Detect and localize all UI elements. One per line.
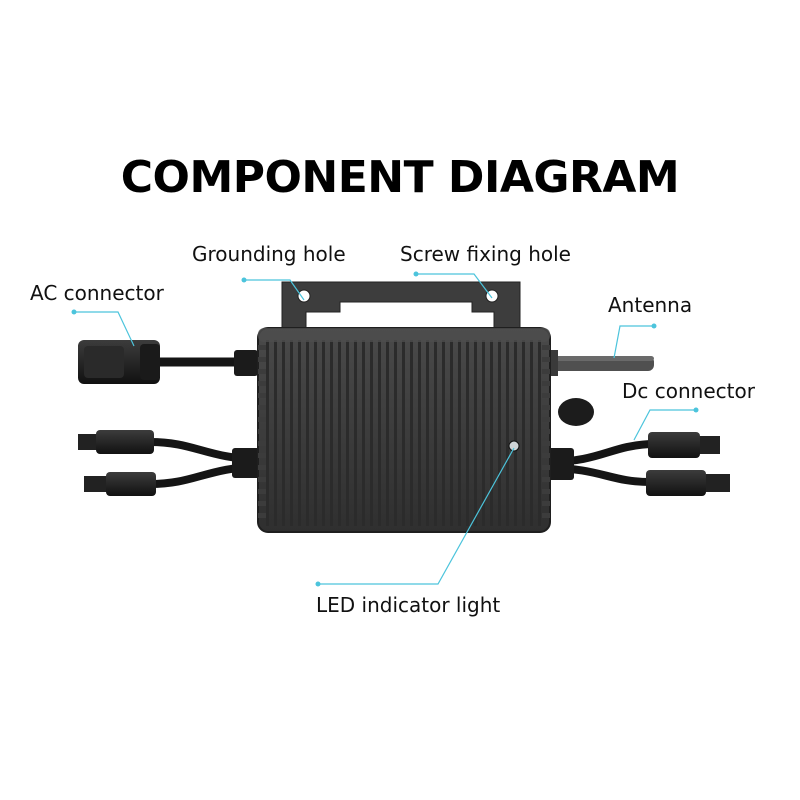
heat-fin bbox=[314, 340, 317, 526]
heat-fin bbox=[538, 340, 541, 526]
heat-fin bbox=[466, 340, 469, 526]
heat-fin bbox=[522, 340, 525, 526]
label-dc-connector: Dc connector bbox=[622, 379, 755, 403]
heat-fin bbox=[530, 340, 533, 526]
side-notch bbox=[258, 369, 266, 374]
heat-fin bbox=[458, 340, 461, 526]
led-indicator bbox=[508, 440, 520, 452]
side-notch bbox=[542, 453, 550, 458]
side-notch bbox=[258, 405, 266, 410]
side-notch bbox=[542, 405, 550, 410]
heat-fin bbox=[274, 340, 277, 526]
side-notch bbox=[258, 441, 266, 446]
heat-fin bbox=[490, 340, 493, 526]
heat-fin bbox=[298, 340, 301, 526]
heat-fin bbox=[306, 340, 309, 526]
side-notch bbox=[542, 429, 550, 434]
heat-fin bbox=[322, 340, 325, 526]
heat-fin bbox=[514, 340, 517, 526]
side-notch bbox=[542, 381, 550, 386]
heat-fin bbox=[330, 340, 333, 526]
heat-fins bbox=[258, 340, 550, 526]
side-notch bbox=[542, 417, 550, 422]
label-grounding-hole: Grounding hole bbox=[192, 242, 346, 266]
right-dc-cables bbox=[547, 432, 730, 496]
side-notch bbox=[258, 417, 266, 422]
heat-fin bbox=[474, 340, 477, 526]
heat-fin bbox=[378, 340, 381, 526]
inverter-body bbox=[257, 327, 551, 533]
heat-fin bbox=[362, 340, 365, 526]
heat-fin bbox=[282, 340, 285, 526]
heat-fin bbox=[266, 340, 269, 526]
side-notch bbox=[258, 465, 266, 470]
leader-antenna bbox=[613, 325, 654, 359]
heat-fin bbox=[370, 340, 373, 526]
side-notch bbox=[258, 381, 266, 386]
diagram-title: COMPONENT DIAGRAM bbox=[120, 152, 680, 203]
side-notch bbox=[258, 501, 266, 506]
side-notch bbox=[258, 513, 266, 518]
label-antenna: Antenna bbox=[608, 293, 693, 317]
side-notch bbox=[542, 357, 550, 362]
leader-lines bbox=[71, 271, 699, 587]
leader-ac-connector bbox=[74, 311, 135, 347]
side-knob bbox=[558, 398, 594, 426]
heat-fin bbox=[450, 340, 453, 526]
heat-fin bbox=[402, 340, 405, 526]
side-notch bbox=[542, 393, 550, 398]
label-screw-fixing-hole: Screw fixing hole bbox=[400, 242, 571, 266]
side-notch bbox=[542, 513, 550, 518]
heat-fin bbox=[418, 340, 421, 526]
heat-fin bbox=[498, 340, 501, 526]
side-notch bbox=[258, 357, 266, 362]
side-notch bbox=[542, 465, 550, 470]
leader-screw-fixing-hole bbox=[416, 273, 493, 299]
leader-led-indicator bbox=[318, 447, 515, 585]
heat-fin bbox=[354, 340, 357, 526]
heat-fin bbox=[346, 340, 349, 526]
heat-fin bbox=[434, 340, 437, 526]
ac-cable bbox=[78, 340, 262, 384]
leader-dc-connector bbox=[633, 409, 696, 441]
side-notch bbox=[258, 477, 266, 482]
heat-fin bbox=[394, 340, 397, 526]
side-notch bbox=[258, 429, 266, 434]
heat-fin bbox=[426, 340, 429, 526]
side-notch bbox=[542, 345, 550, 350]
heat-fin bbox=[290, 340, 293, 526]
heat-fin bbox=[338, 340, 341, 526]
side-notch bbox=[542, 489, 550, 494]
heat-fin bbox=[442, 340, 445, 526]
side-notch bbox=[542, 369, 550, 374]
side-notch bbox=[258, 453, 266, 458]
side-notch bbox=[542, 501, 550, 506]
left-dc-cables bbox=[78, 430, 263, 496]
mounting-bracket bbox=[281, 281, 521, 332]
leader-grounding-hole bbox=[244, 279, 305, 301]
side-notch bbox=[542, 441, 550, 446]
heat-fin bbox=[482, 340, 485, 526]
label-led-indicator-light: LED indicator light bbox=[316, 593, 501, 617]
side-notch bbox=[542, 477, 550, 482]
antenna bbox=[544, 350, 654, 376]
side-notch bbox=[258, 393, 266, 398]
screw-fixing-hole bbox=[485, 289, 499, 303]
heat-fin bbox=[386, 340, 389, 526]
heat-fin bbox=[506, 340, 509, 526]
label-ac-connector: AC connector bbox=[30, 281, 164, 305]
grounding-hole bbox=[297, 289, 311, 303]
side-notch bbox=[258, 345, 266, 350]
side-notch bbox=[258, 489, 266, 494]
heat-fin bbox=[410, 340, 413, 526]
